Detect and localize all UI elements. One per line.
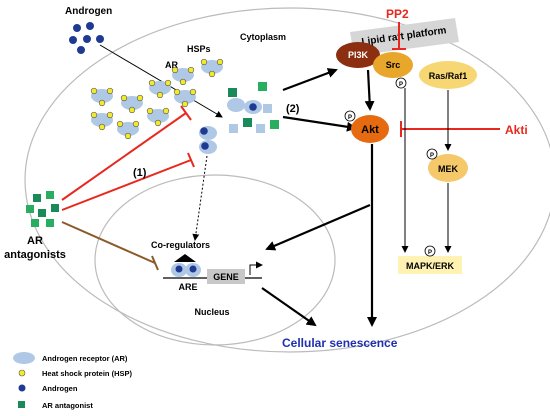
cell-membrane [24, 7, 550, 353]
ar-hsp-complex [200, 58, 224, 78]
co-regulator-icon [174, 254, 196, 262]
legend-label-androgen: Androgen [42, 384, 78, 393]
androgen-icon [73, 24, 81, 32]
ar-hsp-complex [90, 87, 114, 107]
hsps-label: HSPs [187, 44, 211, 54]
antagonist-inhibit-hsp-bar [180, 105, 192, 121]
ar-hsp-complex [116, 120, 140, 140]
ar-antagonist-cluster [26, 191, 59, 227]
arrow-route-2-to-akt [282, 115, 357, 132]
ras-raf-node [419, 61, 477, 89]
antagonist-inhibit-hsp-line [61, 112, 187, 201]
akt-to-coregulators-arrow [265, 203, 371, 251]
gene-label: GENE [213, 272, 239, 282]
antagonist-icon [18, 401, 25, 408]
androgen-icon [83, 35, 91, 43]
legend-label-antagonist: AR antagonist [42, 401, 93, 410]
mek-phospho-icon [426, 148, 438, 160]
pi3k-node [336, 42, 380, 68]
route-2-label: (2) [286, 103, 300, 115]
ar-hsp-complexes [90, 58, 224, 140]
ar-hsp-complex [173, 88, 197, 108]
ras-raf-label: Ras/Raf1 [429, 71, 468, 81]
ar-dna-complex [171, 263, 201, 277]
src-phospho-label: P [399, 82, 403, 88]
androgen-icon [77, 46, 85, 54]
pi3k-to-akt-arrow [364, 69, 375, 111]
mapk-phospho-icon [424, 245, 436, 257]
androgen-icon [96, 35, 104, 43]
hsp-icon [18, 369, 26, 377]
mek-label: MEK [438, 164, 459, 174]
androgen-icon [18, 384, 26, 392]
mek-node [428, 154, 468, 182]
cytoplasm-label: Cytoplasm [240, 32, 286, 42]
antagonist-inhibit-dimer-bar [187, 152, 195, 168]
legend-label-ar: Androgen receptor (AR) [42, 354, 128, 363]
cellular-senescence-label: Cellular senescence [282, 336, 398, 350]
ar-antagonists-label-line2: antagonists [4, 249, 66, 261]
nucleus-membrane [94, 174, 336, 346]
androgen-label: Androgen [65, 6, 112, 17]
gene-box [207, 269, 245, 284]
ar-hsp-complex [120, 94, 144, 114]
ar-dimer [199, 126, 217, 154]
akt-node [351, 115, 389, 143]
mapk-erk-node [398, 256, 462, 274]
lipid-raft-platform: Lipid raft platform [350, 18, 459, 56]
androgen-cluster [69, 22, 104, 54]
route-1-label: (1) [133, 167, 147, 179]
gene-to-senescence-arrow [261, 287, 317, 327]
antagonist-inhibit-are-line [61, 221, 156, 264]
activated-ar-cluster [227, 82, 279, 133]
mapk-phospho-label: P [428, 250, 432, 256]
src-phospho-icon [395, 77, 407, 89]
akti-label: Akti [505, 123, 528, 137]
mapk-erk-label: MAPK/ERK [406, 261, 455, 271]
ar-hsp-complex [171, 66, 195, 86]
pp2-label: PP2 [386, 7, 409, 21]
legend: Androgen receptor (AR) Heat shock protei… [13, 352, 133, 410]
src-label: Src [386, 60, 401, 70]
co-regulators-label: Co-regulators [151, 240, 210, 250]
akt-label: Akt [361, 124, 379, 136]
androgen-icon [86, 22, 94, 30]
mek-phospho-label: P [430, 153, 434, 159]
antagonist-inhibit-dimer-line [61, 159, 192, 211]
src-node [373, 52, 413, 78]
ar-antagonists-label-line1: AR [27, 235, 43, 247]
ar-icon [13, 352, 35, 364]
dimer-to-nucleus-arrow [192, 155, 208, 241]
ar-hsp-complex [146, 107, 170, 127]
ar-hsp-complex [90, 111, 114, 131]
arrow-to-pi3k [282, 68, 338, 92]
ar-label: AR [165, 60, 178, 70]
androgen-icon [69, 36, 77, 44]
nucleus-label: Nucleus [194, 307, 229, 317]
legend-label-hsp: Heat shock protein (HSP) [42, 369, 133, 378]
ar-hsp-complex [148, 79, 172, 99]
akt-phospho-icon [344, 110, 356, 122]
pi3k-label: PI3K [348, 50, 369, 60]
transcription-start-arrow [249, 261, 263, 275]
are-label: ARE [178, 282, 197, 292]
androgen-entry-arrow [99, 44, 223, 118]
antagonist-inhibit-are-bar [151, 255, 159, 271]
akt-phospho-label: P [348, 115, 352, 121]
